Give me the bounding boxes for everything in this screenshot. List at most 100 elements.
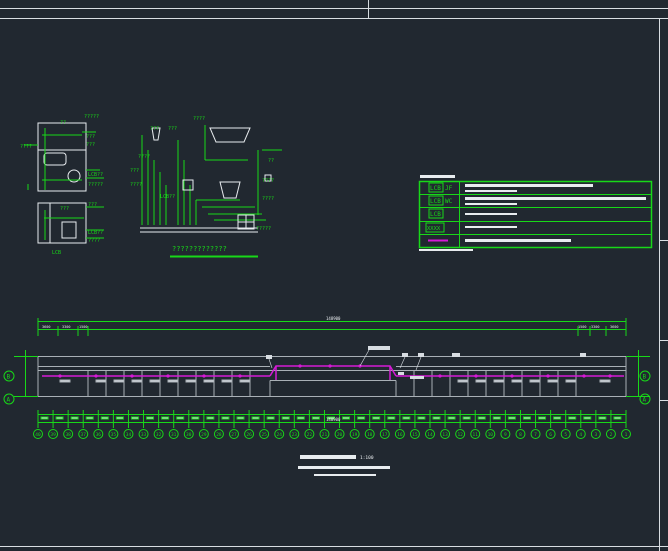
axis-bubble bbox=[575, 429, 586, 439]
axis-bubble bbox=[183, 429, 194, 439]
pipe-node bbox=[298, 364, 302, 368]
pipe-node bbox=[328, 364, 332, 368]
top-dim-labels: 3600 3300 1500 1500 3300 3600 bbox=[42, 325, 618, 329]
axis-bubble-label: 25 bbox=[261, 432, 267, 438]
axis-bubble-label: 20 bbox=[337, 432, 343, 438]
bottom-dimensions bbox=[38, 414, 626, 423]
legend-code-3: LCB bbox=[430, 211, 441, 218]
axis-bubble-label: 8 bbox=[519, 432, 522, 438]
dimension-mark bbox=[402, 416, 411, 420]
dimension-mark bbox=[417, 416, 426, 420]
axis-bubble-label: 13 bbox=[442, 432, 448, 438]
dimension-mark bbox=[100, 416, 109, 420]
room-label-mark bbox=[221, 379, 233, 383]
axis-bubble-label: 14 bbox=[427, 432, 433, 438]
axis-bubble-label: 39 bbox=[50, 432, 56, 438]
dimension-mark bbox=[568, 416, 577, 420]
dimension-mark bbox=[266, 416, 275, 420]
fixture-detail-plan bbox=[37, 122, 87, 244]
pipe-node bbox=[202, 374, 206, 378]
riser-diagram bbox=[141, 125, 282, 225]
svg-text:???: ??? bbox=[86, 134, 95, 140]
axis-bubble bbox=[500, 429, 511, 439]
dimension-mark bbox=[296, 416, 305, 420]
axis-bubble bbox=[560, 429, 571, 439]
axis-bubble-label: 24 bbox=[277, 432, 283, 438]
pipe-run bbox=[42, 365, 624, 380]
svg-text:????: ???? bbox=[262, 196, 274, 202]
dimension-mark bbox=[447, 416, 456, 420]
axis-bubble bbox=[590, 429, 601, 439]
axis-bubble-label: 31 bbox=[171, 432, 177, 438]
legend-code-1: LCB bbox=[430, 185, 441, 192]
room-label-mark bbox=[59, 379, 71, 383]
pipe-node bbox=[608, 374, 612, 378]
axis-bubble bbox=[48, 429, 59, 439]
detail-plan-labels: ?? ????? ??? ??? ???? LCB?? ????? ??? ??… bbox=[20, 114, 103, 256]
room-label-mark bbox=[131, 379, 143, 383]
axis-bubble bbox=[485, 429, 496, 439]
dimension-mark bbox=[492, 416, 501, 420]
legend-row-4: XXXX bbox=[425, 222, 517, 233]
axis-bubble bbox=[605, 429, 616, 439]
axis-bubble-label: 21 bbox=[322, 432, 328, 438]
riser-fixtures bbox=[140, 127, 272, 233]
axis-bubble-label: 26 bbox=[246, 432, 252, 438]
dimension-mark bbox=[146, 416, 155, 420]
axis-bubble-label: 37 bbox=[81, 432, 87, 438]
room-label-mark bbox=[113, 379, 125, 383]
axis-bubble bbox=[545, 429, 556, 439]
dimension-mark bbox=[115, 416, 124, 420]
axis-bubble bbox=[379, 429, 390, 439]
axis-bubble-b-left bbox=[3, 370, 15, 382]
legend-row-1: LCB JF bbox=[428, 182, 593, 193]
svg-text:????: ???? bbox=[138, 154, 150, 160]
svg-text:LCB??: LCB?? bbox=[88, 230, 103, 236]
svg-text:?????: ????? bbox=[84, 114, 99, 120]
svg-text:????: ???? bbox=[262, 178, 274, 184]
axis-bubble-label: 38 bbox=[65, 432, 71, 438]
axis-bubble bbox=[334, 429, 345, 439]
callout-leaders bbox=[268, 349, 422, 371]
pipe-node bbox=[130, 374, 134, 378]
axis-bubble-label: 3 bbox=[594, 432, 597, 438]
axis-bubble bbox=[93, 429, 104, 439]
svg-text:?????: ????? bbox=[88, 182, 103, 188]
axis-bubble-label: 27 bbox=[231, 432, 237, 438]
legend-suffix-2: WC bbox=[445, 198, 453, 205]
dimension-mark bbox=[538, 416, 547, 420]
axis-bubble bbox=[470, 429, 481, 439]
axis-bubble bbox=[394, 429, 405, 439]
axis-bubble bbox=[530, 429, 541, 439]
dimension-mark bbox=[55, 416, 64, 420]
svg-text:3300: 3300 bbox=[591, 325, 599, 329]
dimension-mark bbox=[191, 416, 200, 420]
axis-bubble-label: 2 bbox=[610, 432, 613, 438]
room-label-mark bbox=[475, 379, 487, 383]
room-label-mark bbox=[149, 379, 161, 383]
axis-bubble-label: 36 bbox=[96, 432, 102, 438]
axis-bubble-label: 5 bbox=[564, 432, 567, 438]
room-label-mark bbox=[185, 379, 197, 383]
axis-bubble bbox=[108, 429, 119, 439]
axis-bubble-label: 35 bbox=[111, 432, 117, 438]
axis-bubble-label: 1 bbox=[625, 432, 628, 438]
axis-bubble-label: 12 bbox=[457, 432, 463, 438]
dimension-mark bbox=[387, 416, 396, 420]
legend-suffix-1: JF bbox=[445, 185, 453, 192]
axis-bubble bbox=[63, 429, 74, 439]
fixture-detail-plan-green bbox=[24, 128, 104, 240]
legend-row-2: LCB WC bbox=[428, 195, 646, 206]
legend-table: LCB JF LCB WC LCB XXXX bbox=[418, 175, 653, 251]
top-dimensions bbox=[37, 318, 627, 336]
svg-text:????: ???? bbox=[130, 182, 142, 188]
room-label-mark bbox=[95, 379, 107, 383]
svg-text:LCB??: LCB?? bbox=[160, 194, 175, 200]
axis-bubble bbox=[123, 429, 134, 439]
svg-text:???: ??? bbox=[168, 126, 177, 132]
legend-code-4: XXXX bbox=[427, 226, 441, 232]
axis-bubble-label: 6 bbox=[549, 432, 552, 438]
